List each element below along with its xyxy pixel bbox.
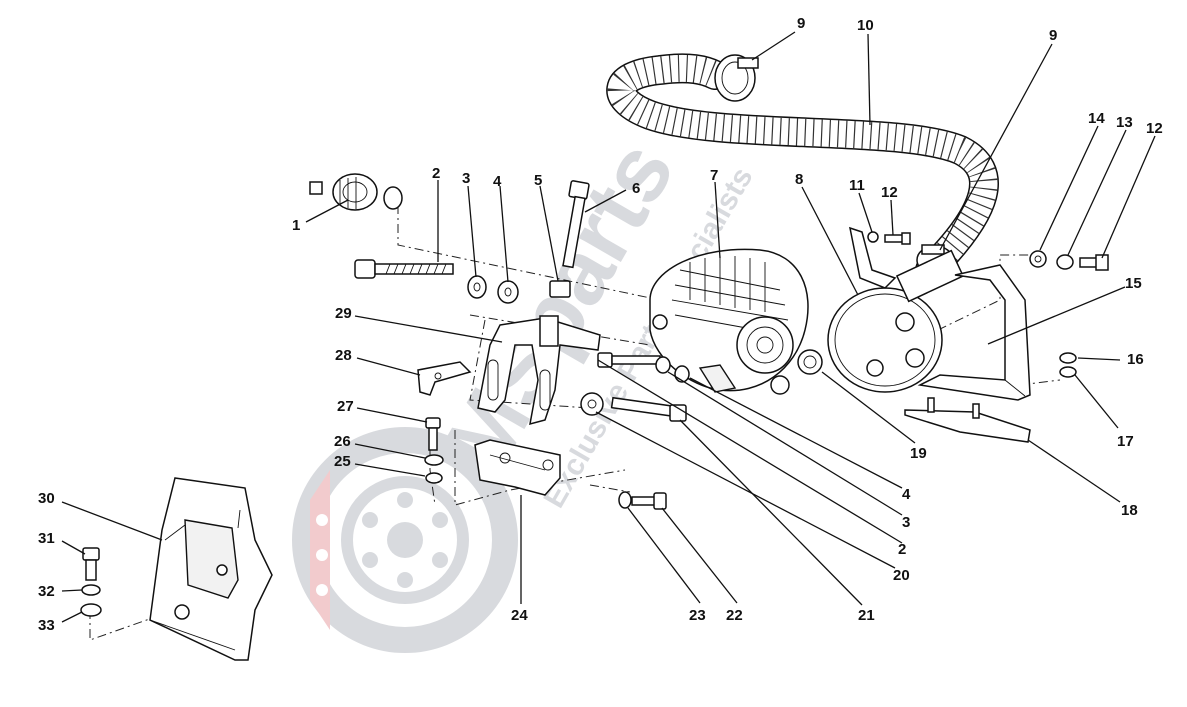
long-bolt: [354, 259, 454, 279]
callout-1-pulley: 1: [292, 217, 300, 234]
assembly-center-lines: [89, 205, 1061, 641]
callout-8-pump-housing: 8: [795, 171, 803, 188]
callout-16-nut: 16: [1127, 351, 1144, 368]
callout-12-bolt: 12: [1146, 120, 1163, 137]
callout-26-washer: 26: [334, 433, 351, 450]
clip-28: [417, 361, 472, 396]
callout-22-bolt: 22: [726, 607, 743, 624]
fasteners-11-12: [867, 231, 911, 245]
callout-9-hose-clamp: 9: [797, 15, 805, 32]
coolant-hose: [606, 53, 999, 285]
bolt-27-washers: [424, 417, 444, 484]
callout-30-engine-mount: 30: [38, 490, 55, 507]
pump-housing: [827, 226, 965, 393]
callout-15-bracket: 15: [1125, 275, 1142, 292]
callout-31-bolt: 31: [38, 530, 55, 547]
callout-18-plate: 18: [1121, 502, 1138, 519]
callout-3-washer-b: 3: [902, 514, 910, 531]
callout-10-hose: 10: [857, 17, 874, 34]
callout-33-washer: 33: [38, 617, 55, 634]
adjusting-arm: [477, 315, 601, 426]
callout-20-bolt: 20: [893, 567, 910, 584]
callout-3-washer: 3: [462, 170, 470, 187]
callout-19-washer: 19: [910, 445, 927, 462]
washers-3-4: [467, 275, 519, 304]
callout-11-washer: 11: [849, 177, 865, 194]
bracket-24: [474, 439, 561, 496]
engine-mount: [149, 477, 273, 661]
leader-lines: [61, 31, 1156, 623]
callout-12-bolt-b: 12: [881, 184, 898, 201]
pulley: [309, 173, 403, 211]
callout-28-clip: 28: [335, 347, 352, 364]
bolt-22-washer-23: [618, 491, 667, 510]
nuts-16-17: [1059, 352, 1077, 378]
mounting-bracket: [917, 264, 1031, 401]
callout-9-hose-clamp-b: 9: [1049, 27, 1057, 44]
callout-25-washer: 25: [334, 453, 351, 470]
hose-clamp-upper: [714, 54, 759, 102]
callout-29-adjusting-arm: 29: [335, 305, 352, 322]
callout-4-washer: 4: [493, 173, 502, 190]
callout-13-washer: 13: [1116, 114, 1133, 131]
callout-21-bolt: 21: [858, 607, 875, 624]
bolt-31-washers-32-33: [80, 547, 102, 617]
bolt-6: [562, 180, 590, 269]
callout-6-bolt: 6: [632, 180, 640, 197]
callout-17-nut: 17: [1117, 433, 1134, 450]
callout-2-long-bolt: 2: [432, 165, 440, 182]
nut-5: [549, 280, 571, 298]
callout-2-long-bolt-b: 2: [898, 541, 906, 558]
callout-5-nut: 5: [534, 172, 542, 189]
callout-labels: 9 10 9 14 13 12 2 3 4 5 6 7 8 11 12 1 15…: [38, 15, 1163, 634]
alternator: [649, 248, 823, 395]
callout-23-washer: 23: [689, 607, 706, 624]
fasteners-12-13-14: [1029, 250, 1109, 271]
support-plate: [904, 397, 1031, 443]
callout-14-washer: 14: [1088, 110, 1105, 127]
callout-4-washer-b: 4: [902, 486, 911, 503]
watermark-disc-logo: [292, 427, 518, 653]
callout-27-bolt: 27: [337, 398, 354, 415]
callout-24-bracket: 24: [511, 607, 528, 624]
callout-32-washer: 32: [38, 583, 55, 600]
bolt-21: [580, 392, 687, 422]
callout-7-alternator: 7: [710, 167, 718, 184]
